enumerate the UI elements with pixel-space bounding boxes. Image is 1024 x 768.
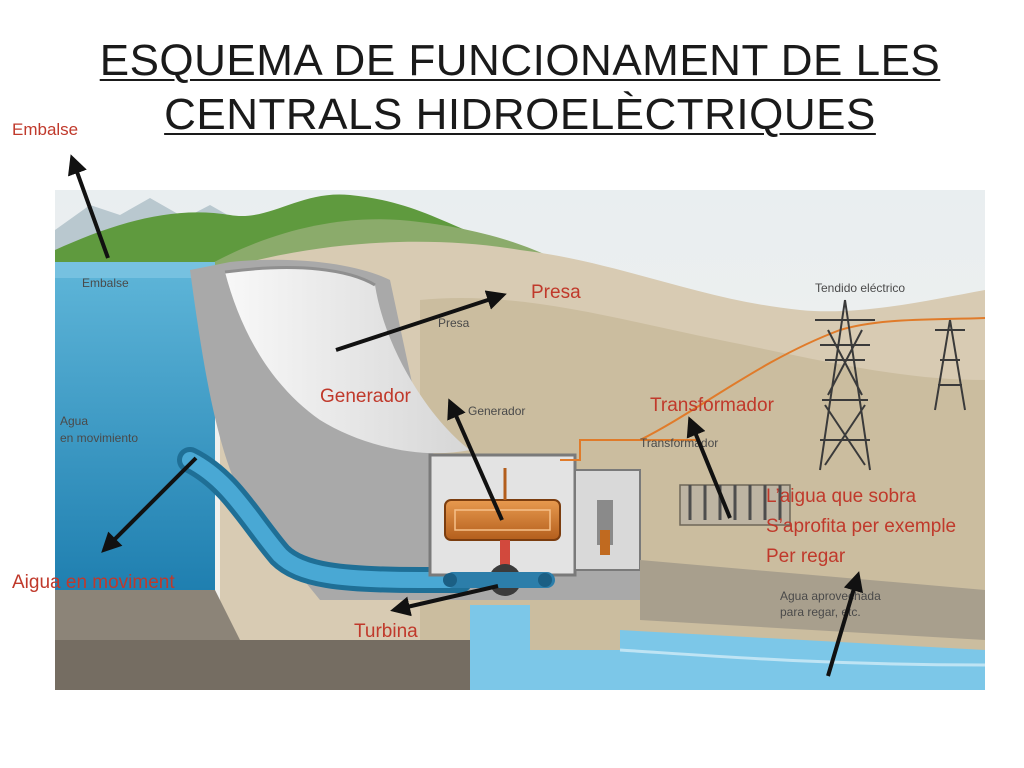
label-aigua-sobra-line-1: L’aigua que sobra (766, 486, 917, 507)
arrow-turbina (390, 584, 499, 617)
img-text-agua-2: en movimiento (60, 431, 138, 445)
arrow-aigua-moviment (101, 456, 198, 553)
img-text-tendido: Tendido eléctrico (815, 281, 905, 295)
title-line-1: ESQUEMA DE FUNCIONAMENT DE LES (99, 36, 941, 85)
label-transformador: Transformador (650, 395, 774, 416)
label-aigua-moviment: Aigua en moviment (12, 572, 175, 593)
arrow-generador (447, 398, 504, 521)
img-text-aprovechada-2: para regar, etc. (780, 605, 861, 619)
annotation-arrows (68, 154, 864, 677)
label-turbina: Turbina (354, 621, 418, 642)
label-generador: Generador (320, 386, 411, 407)
label-aigua-sobra: L’aigua que sobra S’aprofita per exemple… (766, 482, 956, 572)
img-text-agua-1: Agua (60, 414, 88, 428)
label-aigua-sobra-line-3: Per regar (766, 546, 846, 567)
label-aigua-sobra-line-2: S’aprofita per exemple (766, 516, 957, 537)
label-presa: Presa (531, 282, 581, 303)
img-text-transformador: Transformador (640, 436, 718, 450)
arrow-embalse (68, 154, 110, 259)
img-text-embalse: Embalse (82, 276, 129, 290)
title-line-2: CENTRALS HIDROELÈCTRIQUES (164, 90, 876, 139)
img-text-generador: Generador (468, 404, 525, 418)
arrow-presa (335, 290, 507, 352)
img-text-aprovechada-1: Agua aprovechada (780, 589, 881, 603)
diagram-picture: Embalse Presa Generador Agua en movimien… (55, 190, 986, 690)
arrow-aigua-sobra (826, 571, 864, 677)
img-text-presa: Presa (438, 316, 470, 330)
label-embalse: Embalse (12, 120, 79, 139)
arrow-transformador (686, 416, 732, 519)
page-title: ESQUEMA DE FUNCIONAMENT DE LES CENTRALS … (60, 34, 980, 142)
